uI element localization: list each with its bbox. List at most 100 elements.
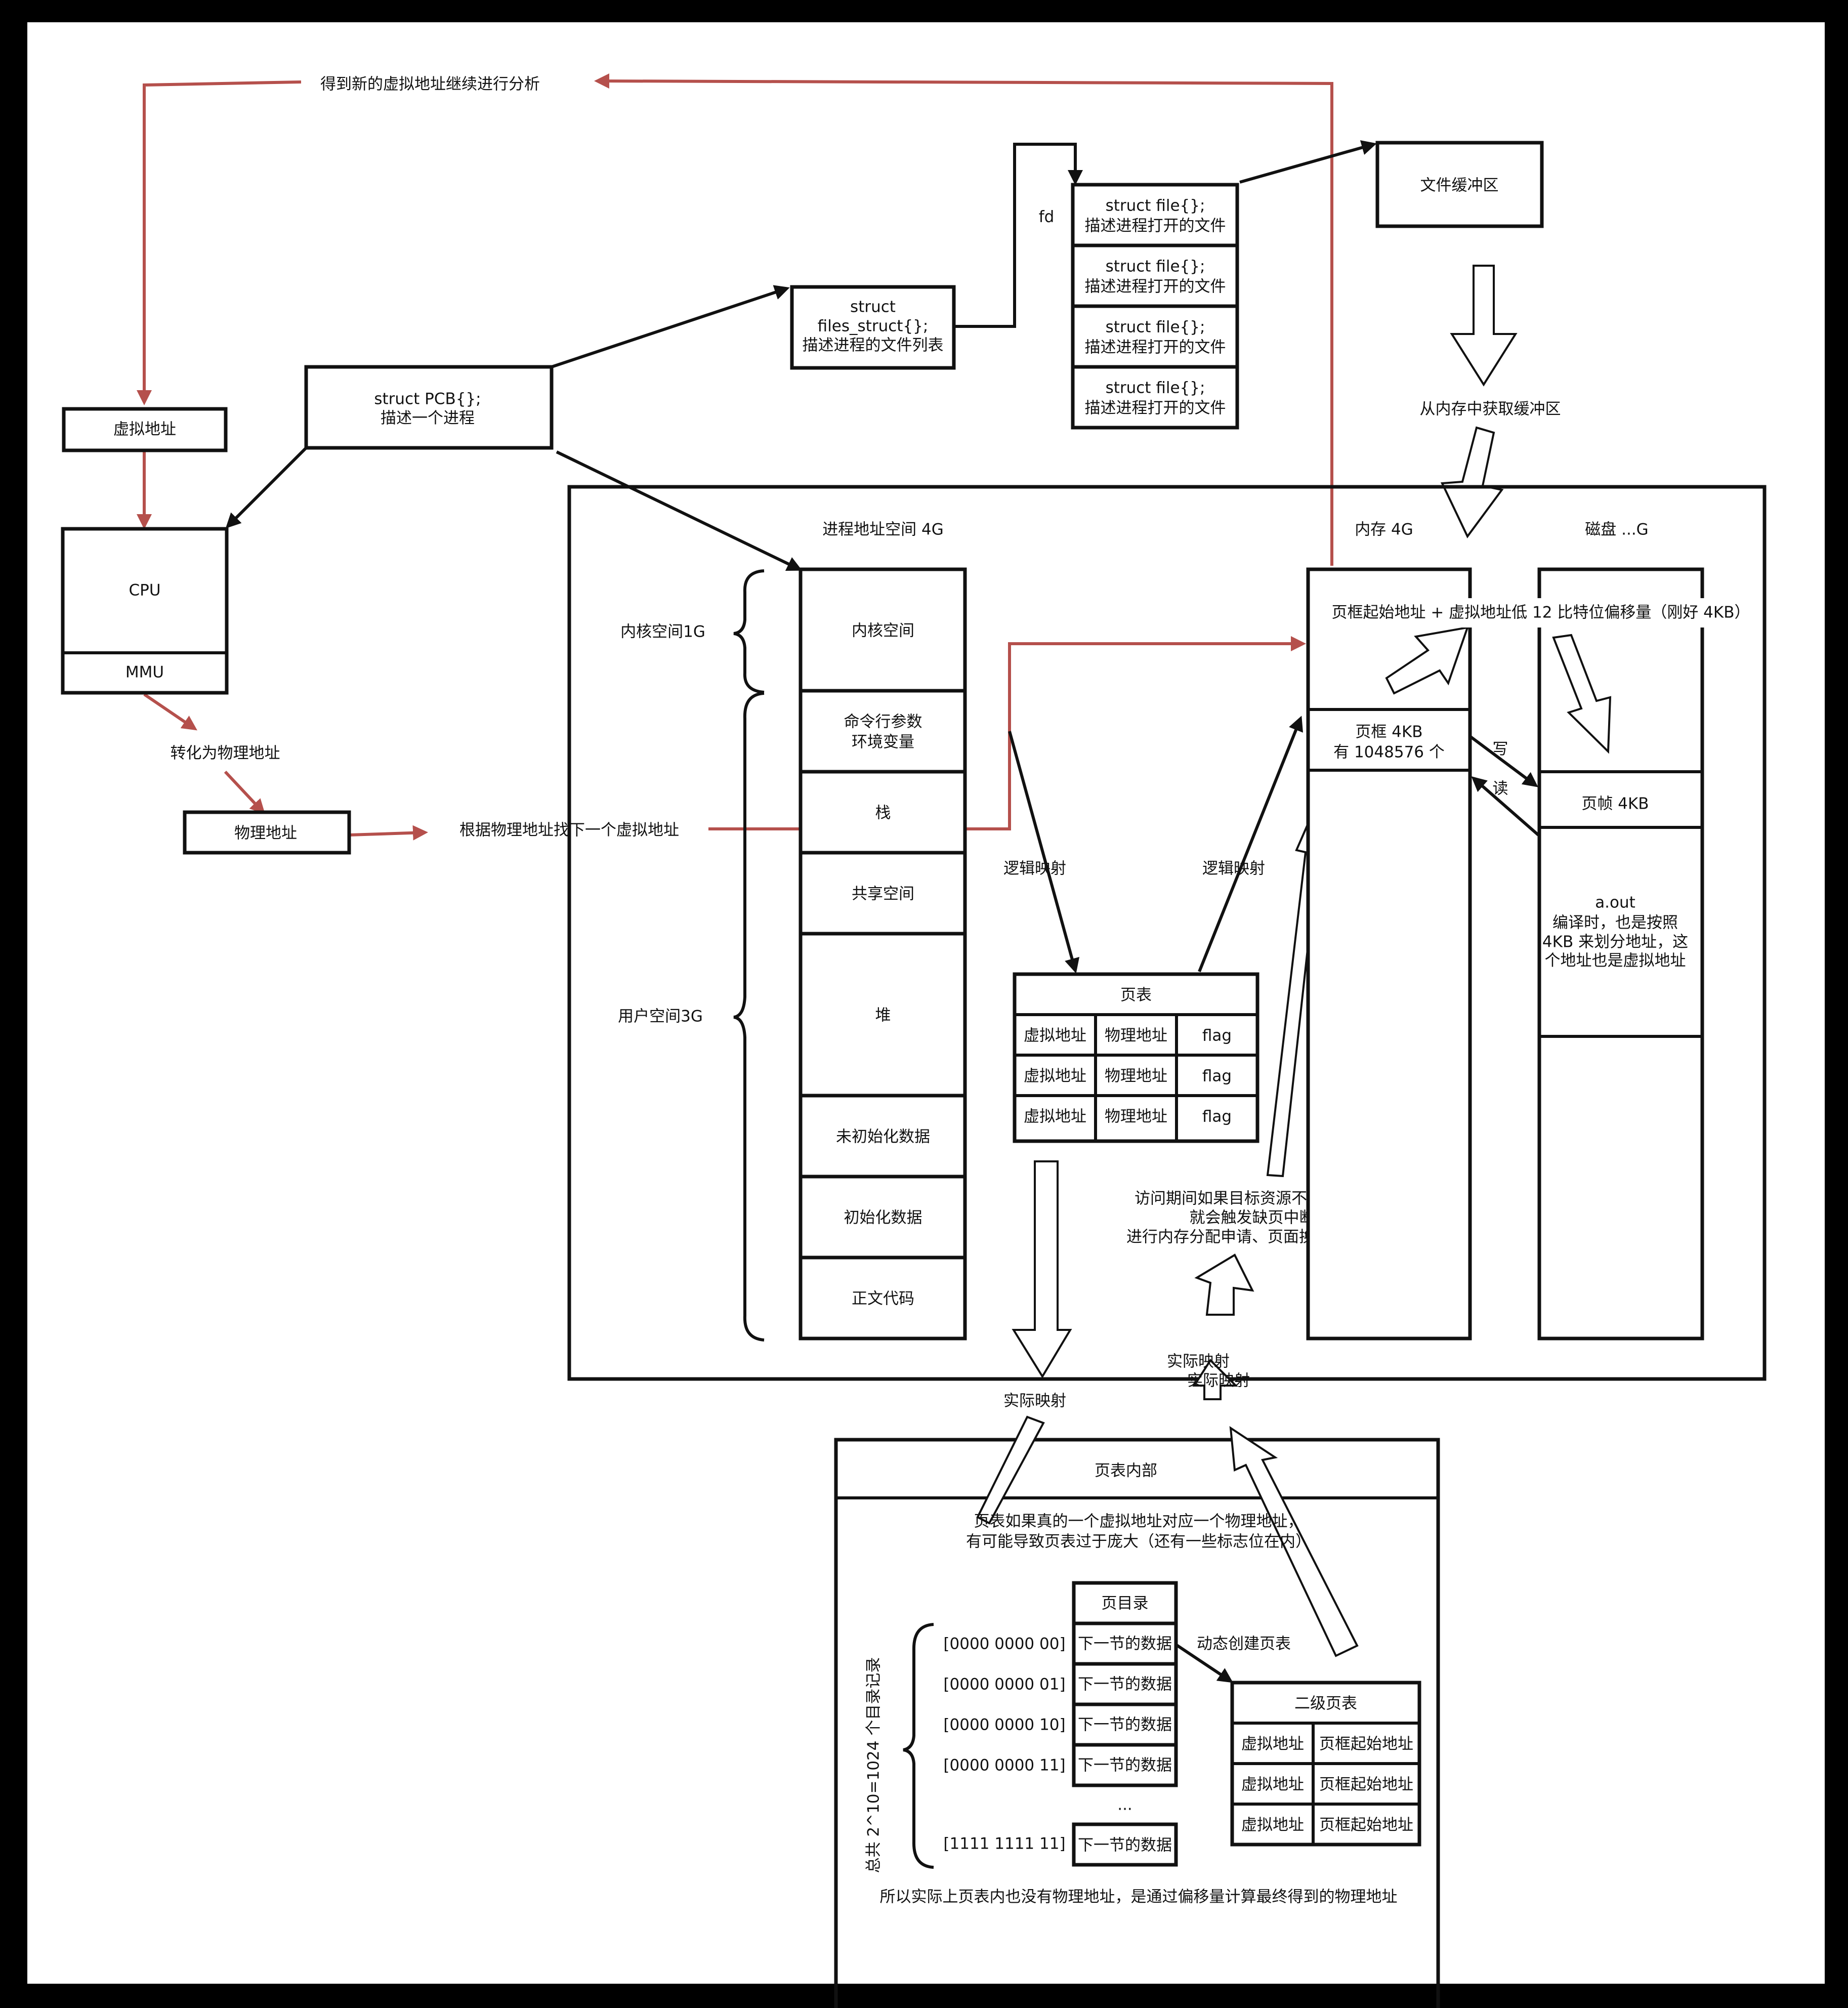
to-physical-label: 转化为物理地址 [171,744,280,763]
top-note: 得到新的虚拟地址继续进行分析 [320,75,540,94]
pcb-line1: struct PCB{}; [374,390,481,408]
user-brace [733,692,765,1342]
aout-line2: 编译时，也是按照 [1552,914,1678,932]
segment-shared [799,851,967,936]
second-level-table: 二级页表 虚拟地址 页框起始地址 虚拟地址 页框起始地址 虚拟地址 页框起始地址 [1230,1681,1421,1847]
arrow-mmu-to-convert [143,693,197,731]
segment-kernel [799,567,967,693]
address-space-title: 进程地址空间 4G [822,521,944,539]
file-entry-2-line1: struct file{}; [1106,318,1205,337]
aout-line4: 个地址也是虚拟地址 [1545,952,1686,970]
directory-entry [1072,1662,1178,1706]
page-frame-line2: 有 1048576 个 [1333,743,1445,762]
segment-data [799,1175,967,1260]
pcb-line2: 描述一个进程 [381,409,475,428]
hollow-arrow-to-memory [1440,426,1504,538]
fd-label: fd [1039,208,1055,226]
arrow-write [1469,735,1538,787]
page-table-cell: flag [1202,1027,1232,1045]
arrow-file-to-buffer [1239,140,1377,184]
physical-address-label: 物理地址 [234,824,297,843]
directory-count-label: 总共 2^10=1024 个目录记录 [865,1657,883,1873]
segment-kernel-label: 内核空间 [852,622,914,640]
directory-title-box [1072,1581,1178,1625]
aout-line1: a.out [1595,894,1635,912]
files-struct-line3: 描述进程的文件列表 [803,337,944,355]
pcb-box [304,365,554,450]
files-struct-line2: files_struct{}; [818,317,929,336]
file-entry-1 [1071,243,1239,308]
second-table-cell: 虚拟地址 [1241,1816,1304,1834]
logic-map-right-label: 逻辑映射 [1202,860,1265,878]
file-entry-1-line1: struct file{}; [1106,258,1205,276]
read-label: 读 [1493,780,1508,798]
file-entry-2 [1071,304,1239,369]
second-table-cell: 页框起始地址 [1319,1776,1413,1794]
second-table-cell: 虚拟地址 [1241,1776,1304,1794]
segment-bss-label: 未初始化数据 [836,1128,930,1146]
cpu-label: CPU [129,581,160,600]
actual-map-label-1: 实际映射 [1003,1392,1066,1410]
segment-data-label: 初始化数据 [844,1209,922,1227]
segment-heap [799,932,967,1098]
segment-text [799,1256,967,1341]
disk-column [1537,567,1704,1341]
page-table-cell: flag [1202,1067,1232,1085]
file-entry-1-line2: 描述进程打开的文件 [1085,278,1226,296]
arrow-note-to-virtual-address [137,80,302,405]
page-table-cell: flag [1202,1108,1232,1126]
memory-formula: 页框起始地址 + 虚拟地址低 12 比特位偏移量（刚好 4KB） [1331,604,1750,622]
page-frame-line1: 页框 4KB [1355,723,1422,741]
file-buffer-label: 文件缓冲区 [1420,177,1499,195]
internal-title: 页表内部 [1095,1462,1157,1480]
directory-rows: [0000 0000 00] 下一节的数据 [0000 0000 01] 下一节… [943,1621,1178,1867]
aout-line3: 4KB 来划分地址，这 [1542,933,1688,951]
hollow-arrow-formula-up [1385,626,1469,695]
disk-title: 磁盘 ...G [1585,521,1648,539]
arrow-pcb-to-cpu [225,446,308,529]
file-entry-2-line2: 描述进程打开的文件 [1085,339,1226,357]
memory-column [1306,567,1472,1341]
second-table-cell: 页框起始地址 [1319,1735,1413,1753]
directory-entry [1072,1621,1178,1666]
directory-value: 下一节的数据 [1078,1676,1172,1694]
files-struct-line1: struct [850,298,896,316]
file-entry-0-line2: 描述进程打开的文件 [1085,217,1226,235]
system-frame [567,485,1767,1381]
directory-key: [0000 0000 01] [943,1676,1065,1694]
arrow-memory-to-note [594,73,1333,566]
file-entry-0 [1071,183,1239,247]
hollow-arrow-internal-down [976,1415,1045,1525]
disk-frame-label: 页帧 4KB [1581,795,1649,813]
page-table-cell: 物理地址 [1105,1108,1167,1126]
directory-value: 下一节的数据 [1078,1756,1172,1775]
page-table-cell: 虚拟地址 [1024,1108,1086,1126]
page-table-box [1013,972,1259,1143]
actual-map-label-2: 实际映射 [1167,1353,1230,1371]
mmu-label: MMU [125,663,164,682]
internal-desc-line1: 页表如果真的一个虚拟地址对应一个物理地址， [974,1513,1304,1531]
virtual-address-label: 虚拟地址 [113,421,176,439]
directory-ellipsis: ... [1117,1796,1132,1814]
hollow-arrow-internal-up [1229,1426,1359,1657]
directory-entry [1072,1743,1178,1787]
get-buffer-label: 从内存中获取缓冲区 [1420,400,1561,419]
virtual-address-box [62,407,228,452]
second-table-cell: 页框起始地址 [1319,1816,1413,1834]
arrow-logic-map-right [1198,716,1304,973]
arrow-directory-to-second [1175,1643,1233,1683]
file-entry-3 [1071,365,1239,430]
directory-key: [0000 0000 00] [943,1635,1065,1653]
kernel-brace [733,569,765,694]
file-entries: struct file{}; 描述进程打开的文件 struct file{}; … [1071,183,1239,430]
hollow-arrow-table-down [1012,1160,1072,1378]
directory-key: [1111 1111 11] [943,1835,1065,1853]
internal-conclusion: 所以实际上页表内也没有物理地址，是通过偏移量计算最终得到的物理地址 [880,1888,1398,1906]
directory-value: 下一节的数据 [1078,1716,1172,1734]
segment-args [799,689,967,774]
arrow-pcb-to-address-space [556,450,803,571]
internal-desc-line2: 有可能导致页表过于庞大（还有一些标志位在内） [966,1533,1311,1551]
arrow-next-to-memory [708,636,1306,830]
